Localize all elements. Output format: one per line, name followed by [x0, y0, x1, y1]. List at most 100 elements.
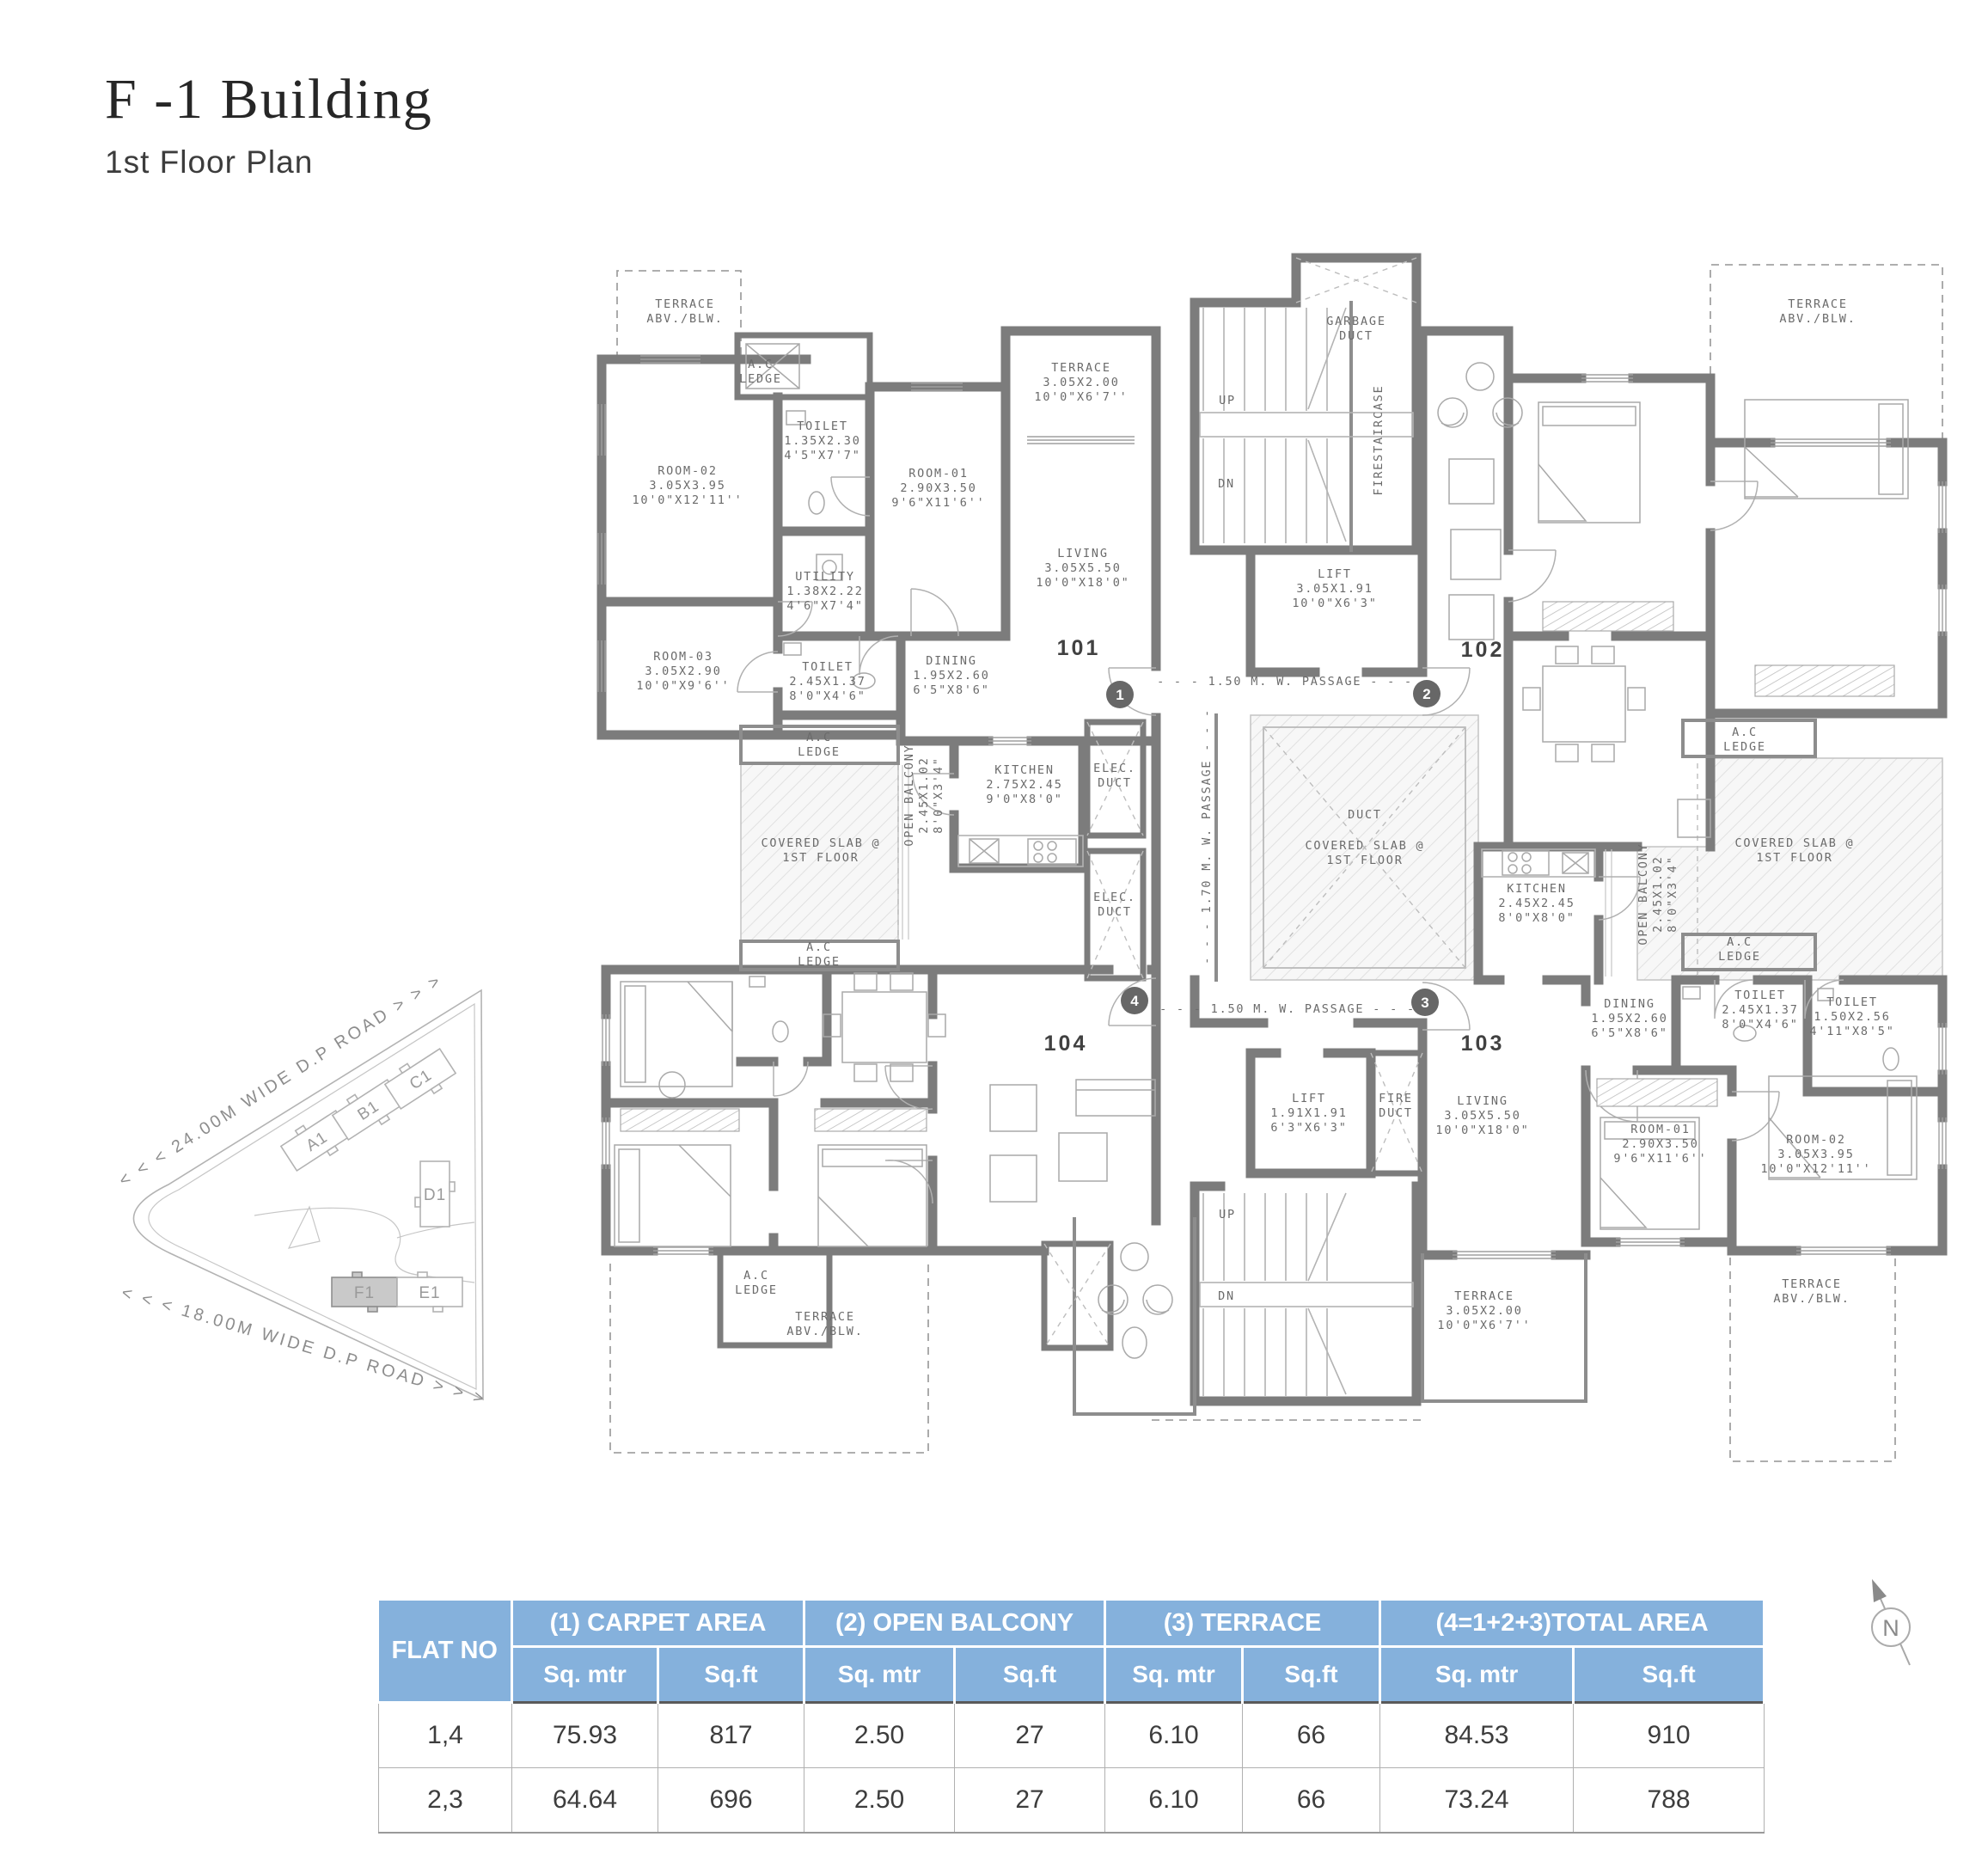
cell: 66 — [1242, 1767, 1381, 1834]
cell: 788 — [1573, 1767, 1765, 1834]
cell: 6.10 — [1104, 1767, 1244, 1834]
header: F -1 Building 1st Floor Plan — [105, 67, 433, 181]
furniture — [614, 362, 1918, 1359]
site-building-e1: E1 — [396, 1271, 463, 1313]
dashed-terraces — [609, 264, 1943, 1462]
passage-vertical: - - - 1.70 M. W. PASSAGE - - - — [1200, 708, 1214, 964]
col-flat-no: FLAT NO — [378, 1601, 513, 1704]
flat-102: 102 — [1461, 638, 1505, 662]
unit-terrace-sqft: Sq.ft — [1242, 1646, 1382, 1703]
cell: 75.93 — [511, 1701, 658, 1768]
col-terrace: (3) TERRACE — [1104, 1601, 1382, 1648]
flat-numbers: 101 102 103 104 — [1044, 636, 1505, 1056]
site-building-b1: B1 — [331, 1078, 405, 1142]
site-building-d1: D1 — [414, 1160, 456, 1228]
unit-total-sqm: Sq. mtr — [1379, 1646, 1575, 1703]
table-row: 2,3 64.64 696 2.50 27 6.10 66 73.24 788 — [378, 1767, 1765, 1834]
covered-slab-left: COVERED SLAB @1ST FLOOR — [762, 836, 881, 865]
entrance-door-markers: 1 2 3 4 — [1106, 680, 1441, 1016]
svg-text:2: 2 — [1422, 686, 1430, 702]
door-marker-1: 1 — [1106, 681, 1134, 708]
cell: 817 — [657, 1701, 805, 1768]
north-label: N — [1882, 1615, 1899, 1641]
unit-terrace-sqm: Sq. mtr — [1104, 1646, 1245, 1703]
cell: 64.64 — [511, 1767, 658, 1834]
flat-no-cell: 1,4 — [378, 1701, 512, 1768]
windows — [597, 355, 1947, 1259]
balcony-rails — [902, 765, 1612, 977]
unit-carpet-sqft: Sq.ft — [658, 1646, 806, 1703]
svg-text:1: 1 — [1116, 687, 1123, 703]
passage-bottom: - - - 1.50 M. W. PASSAGE - - - — [1159, 1002, 1416, 1016]
unit-balcony-sqft: Sq.ft — [954, 1646, 1107, 1703]
open-balcony-103: OPEN BALCONY2.45X1.028'0"X3'4" — [1636, 842, 1679, 945]
door-marker-4: 4 — [1121, 987, 1148, 1014]
fire-staircase: FIRESTAIRCASE — [1372, 384, 1385, 495]
open-balcony-101: OPEN BALCONY2.45X1.028'0"X3'4" — [902, 744, 945, 846]
staircase-top — [1199, 307, 1414, 543]
site-building-c1: C1 — [383, 1047, 457, 1111]
flat-103: 103 — [1461, 1032, 1505, 1056]
flat-no-cell: 2,3 — [378, 1767, 512, 1834]
table-row: 1,4 75.93 817 2.50 27 6.10 66 84.53 910 — [378, 1701, 1765, 1768]
col-carpet-area: (1) CARPET AREA — [511, 1601, 806, 1648]
cell: 84.53 — [1379, 1701, 1575, 1768]
door-marker-3: 3 — [1411, 989, 1439, 1016]
stair-dn-bottom: DN — [1218, 1289, 1235, 1303]
flat-101: 101 — [1057, 636, 1101, 660]
svg-text:3: 3 — [1421, 995, 1428, 1011]
cell: 73.24 — [1379, 1767, 1575, 1834]
col-total-area: (4=1+2+3)TOTAL AREA — [1379, 1601, 1766, 1648]
unit-total-sqft: Sq.ft — [1573, 1646, 1766, 1703]
north-arrow: N — [1871, 1579, 1911, 1666]
cell: 27 — [954, 1701, 1106, 1768]
cell: 696 — [657, 1767, 805, 1834]
elec-duct-b: ELEC.DUCT — [1093, 891, 1136, 919]
doors — [737, 476, 1844, 1204]
cell: 66 — [1242, 1701, 1381, 1768]
unit-balcony-sqm: Sq. mtr — [804, 1646, 957, 1703]
svg-text:E1: E1 — [419, 1284, 440, 1302]
covered-slab-central: COVERED SLAB @1ST FLOOR — [1306, 839, 1425, 867]
flat-104: 104 — [1044, 1032, 1088, 1056]
svg-text:F1: F1 — [354, 1284, 375, 1302]
unit-carpet-sqm: Sq. mtr — [511, 1646, 659, 1703]
duct-x-marks — [745, 257, 1423, 1349]
cell: 6.10 — [1104, 1701, 1244, 1768]
cell: 27 — [954, 1767, 1106, 1834]
area-table: FLAT NO (1) CARPET AREA (2) OPEN BALCONY… — [378, 1601, 1766, 1834]
svg-text:D1: D1 — [424, 1186, 446, 1204]
cell: 2.50 — [804, 1767, 956, 1834]
staircase-bottom — [1199, 1192, 1414, 1396]
page-subtitle: 1st Floor Plan — [105, 144, 314, 180]
passage-top: - - - 1.50 M. W. PASSAGE - - - — [1157, 675, 1413, 689]
